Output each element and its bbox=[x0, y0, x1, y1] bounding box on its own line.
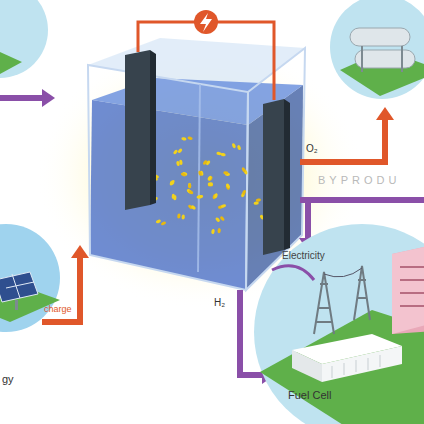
input-arrow bbox=[0, 89, 55, 107]
ion-particles bbox=[177, 213, 181, 219]
ion-particles bbox=[237, 145, 242, 151]
ion-particles bbox=[207, 175, 213, 181]
ion-particles bbox=[188, 183, 191, 188]
ion-particles bbox=[181, 214, 185, 220]
ion-particles bbox=[188, 183, 191, 188]
ion-particles bbox=[217, 228, 221, 234]
power-use-circle bbox=[254, 224, 424, 424]
storage-circle bbox=[355, 50, 415, 68]
storage-circle bbox=[330, 0, 424, 99]
top-left-circle bbox=[0, 0, 48, 78]
power-wire bbox=[138, 10, 274, 100]
top-left-circle bbox=[0, 52, 22, 74]
energy-circle bbox=[0, 272, 38, 302]
top-left-circle bbox=[0, 0, 48, 78]
byproduct-arrow bbox=[300, 197, 424, 203]
o2-arrow bbox=[300, 107, 394, 162]
ion-particles bbox=[215, 217, 221, 223]
electrodes bbox=[150, 50, 156, 205]
fuel-cell-label: Fuel Cell bbox=[288, 389, 331, 402]
energy-circle bbox=[0, 224, 60, 332]
ion-particles bbox=[242, 189, 247, 195]
ion-particles bbox=[225, 183, 231, 189]
ion-particles bbox=[160, 221, 166, 226]
ion-particles bbox=[256, 198, 262, 202]
electrodes bbox=[125, 50, 150, 210]
ion-particles bbox=[223, 171, 228, 174]
storage-circle bbox=[330, 0, 424, 99]
power-wire bbox=[200, 13, 212, 32]
ion-particles bbox=[216, 152, 222, 156]
input-arrow bbox=[0, 95, 42, 101]
input-arrow bbox=[42, 89, 55, 107]
ion-particles bbox=[241, 167, 246, 173]
ion-particles bbox=[211, 229, 215, 235]
electrodes bbox=[284, 99, 290, 250]
power-use-circle bbox=[292, 350, 322, 382]
ion-particles bbox=[169, 181, 175, 187]
ion-particles bbox=[221, 204, 227, 208]
byproduct-label: BYPRODU bbox=[318, 174, 400, 187]
o2-label: O₂ bbox=[306, 143, 318, 155]
ion-particles bbox=[219, 216, 225, 222]
power-use-circle bbox=[272, 266, 314, 280]
ion-particles bbox=[181, 137, 187, 141]
electrodes bbox=[263, 99, 284, 255]
ion-particles bbox=[187, 136, 193, 140]
ion-particles bbox=[176, 161, 180, 167]
electrolysis-tank bbox=[88, 65, 248, 290]
storage-circle bbox=[340, 50, 424, 96]
byproduct-arrow bbox=[305, 200, 311, 238]
ion-particles bbox=[177, 148, 183, 154]
energy-circle bbox=[6, 274, 34, 298]
power-use-circle bbox=[314, 272, 334, 334]
ion-particles bbox=[208, 182, 213, 186]
ion-particles bbox=[188, 189, 194, 195]
ion-particles bbox=[198, 170, 203, 176]
power-use-circle bbox=[392, 244, 424, 334]
ion-particles bbox=[202, 159, 208, 165]
illustration-circle: ElectricityFuel Cell bbox=[252, 222, 424, 424]
o2-arrow bbox=[300, 120, 385, 162]
ion-particles bbox=[190, 205, 196, 211]
power-use-circle bbox=[354, 266, 370, 320]
o2-arrow bbox=[376, 107, 394, 120]
energy-circle bbox=[15, 300, 18, 310]
electrodes bbox=[125, 50, 290, 255]
ion-particles bbox=[173, 149, 179, 155]
power-use-circle bbox=[392, 244, 424, 334]
power-use-circle bbox=[400, 267, 424, 306]
ion-particles bbox=[208, 183, 213, 186]
power-use-circle bbox=[322, 346, 402, 382]
electricity-label: Electricity bbox=[282, 250, 325, 262]
electrolysis-tank bbox=[88, 38, 305, 290]
storage-circle bbox=[350, 28, 410, 46]
charge-label: charge bbox=[44, 304, 72, 314]
ion-particles bbox=[231, 143, 236, 149]
power-use-circle bbox=[332, 355, 380, 378]
ion-particles bbox=[155, 219, 161, 224]
ion-particles bbox=[198, 194, 204, 199]
source-label: gy bbox=[2, 373, 14, 386]
ion-particles bbox=[180, 172, 186, 177]
storage-circle bbox=[362, 46, 402, 72]
power-use-circle bbox=[324, 268, 362, 277]
charge-arrow bbox=[71, 245, 89, 258]
power-wire bbox=[194, 10, 218, 34]
ion-particles bbox=[208, 176, 214, 182]
h2-label: H₂ bbox=[214, 297, 225, 309]
energy-circle bbox=[0, 224, 60, 332]
electrolysis-tank bbox=[90, 100, 248, 290]
ion-particles bbox=[253, 201, 259, 205]
electrolysis-tank bbox=[198, 84, 200, 272]
ion-particles bbox=[214, 193, 219, 199]
circle-illustration bbox=[252, 222, 424, 424]
ion-particles bbox=[173, 195, 176, 200]
